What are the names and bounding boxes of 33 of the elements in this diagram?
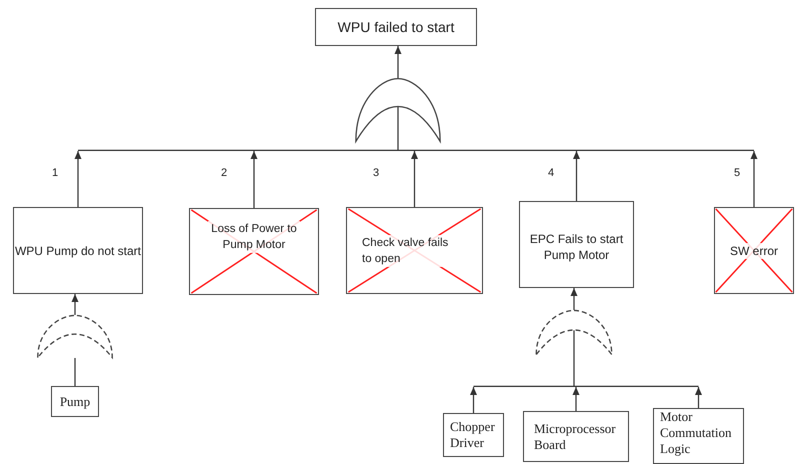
event-label: Pump (60, 394, 90, 410)
event-label: Motor Commutation Logic (660, 409, 732, 457)
arrow (72, 294, 78, 315)
arrow (695, 387, 702, 408)
event-box (519, 201, 634, 288)
event-box (51, 386, 99, 417)
event-label: EPC Fails to start Pump Motor (528, 231, 624, 263)
arrow (570, 288, 578, 310)
event-label: WPU failed to start (338, 19, 454, 35)
event-number: 3 (373, 167, 380, 179)
event-label: Chopper Driver (450, 419, 496, 451)
event-label: Loss of Power to Pump Motor (208, 221, 300, 253)
event-box (13, 207, 143, 294)
event-label: WPU Pump do not start (14, 242, 142, 258)
event-number: 2 (221, 167, 228, 179)
arrow (470, 387, 477, 413)
arrow (74, 151, 82, 207)
event-number: 5 (734, 167, 740, 179)
or-gate-drawing (37, 315, 113, 358)
arrow (572, 387, 580, 411)
arrow (750, 151, 758, 207)
arrow (411, 151, 418, 207)
event-box (653, 408, 744, 464)
event-label: Microprocessor Board (534, 420, 617, 452)
event-box (315, 8, 477, 46)
event-label: SW error (730, 242, 778, 258)
arrow (250, 151, 258, 208)
event-number: 1 (52, 167, 58, 179)
event-number: 4 (548, 167, 554, 179)
arrow (573, 151, 580, 201)
event-box (523, 411, 629, 462)
arrow (394, 46, 402, 78)
event-box (443, 413, 504, 457)
